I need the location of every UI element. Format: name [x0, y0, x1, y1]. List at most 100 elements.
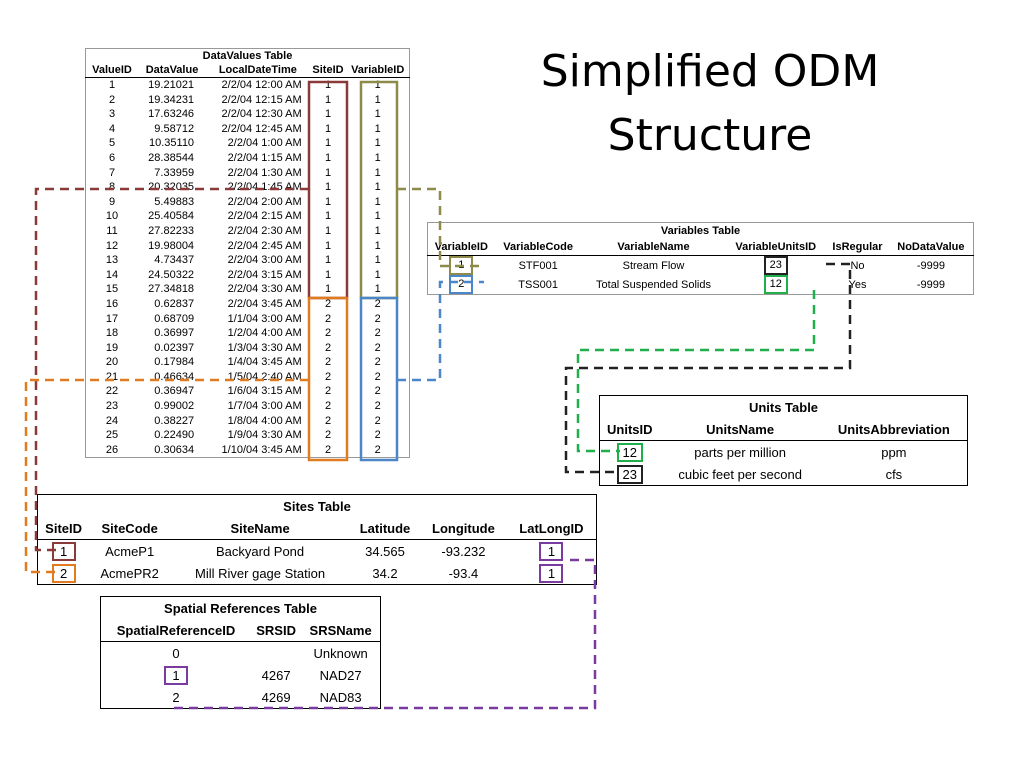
datavalues-cell: 13: [105, 254, 119, 267]
datavalues-cell: 1: [374, 224, 381, 237]
datavalues-cell: 1: [374, 93, 381, 106]
title-line-1: Simplified ODM: [540, 46, 880, 97]
datavalues-cell: 2/2/04 1:15 AM: [227, 151, 302, 164]
sites-cell: 1: [507, 562, 597, 585]
datavalues-cell: 1: [324, 108, 332, 121]
datavalues-cell: 14: [105, 268, 119, 281]
datavalues-cell: 0.17984: [154, 356, 195, 369]
variables-highlighted-value: 12: [763, 275, 788, 294]
spatial-cell: 2: [172, 689, 180, 705]
datavalues-cell: 1/1/04 3:00 AM: [227, 312, 302, 325]
sites-header-0: SiteID: [37, 517, 90, 540]
variables-cell: Yes: [848, 278, 867, 291]
variables-highlighted-value: 2: [449, 275, 474, 294]
datavalues-cell: 1: [324, 151, 332, 164]
units-cell: ppm: [881, 444, 907, 460]
datavalues-cell: 2: [108, 93, 116, 106]
units-cell: cubic feet per second: [678, 466, 802, 482]
datavalues-cell: 0.38227: [154, 414, 195, 427]
datavalues-cell: 0.36997: [154, 327, 195, 340]
units-header-2: UnitsAbbreviation: [820, 418, 968, 441]
datavalues-cell: 2: [324, 443, 332, 456]
sites-cell: 1: [38, 540, 90, 563]
variables-cell: -9999: [916, 278, 945, 291]
datavalues-cell: 2: [324, 312, 332, 325]
spatial-header-0: SpatialReferenceID: [100, 619, 251, 642]
datavalues-cell: 1: [324, 166, 332, 179]
datavalues-cell: 25: [105, 429, 119, 442]
datavalues-cell: 17.63246: [148, 108, 195, 121]
datavalues-cell: 4: [108, 122, 116, 135]
variables-cell: 2: [428, 275, 495, 295]
datavalues-header-1: DataValue: [138, 63, 207, 78]
variables-header-5: NoDataValue: [888, 239, 974, 256]
datavalues-cell: 16: [105, 297, 119, 310]
datavalues-cell: 22: [105, 385, 119, 398]
sites-highlighted-value: 1: [51, 541, 76, 561]
spatial-cell: 1: [101, 664, 252, 686]
spatial-cell: NAD83: [319, 689, 362, 705]
sites-cell: Backyard Pond: [215, 543, 305, 559]
datavalues-cell: 0.02397: [154, 341, 195, 354]
datavalues-cell: 2/2/04 3:00 AM: [227, 254, 302, 267]
sites-cell: -93.4: [448, 565, 479, 581]
datavalues-cell: 2: [374, 414, 381, 427]
datavalues-cell: 6: [108, 151, 116, 164]
datavalues-cell: 3: [108, 108, 116, 121]
datavalues-cell: 8: [108, 181, 116, 194]
datavalues-cell: 1: [374, 122, 381, 135]
datavalues-cell: 0.62837: [154, 297, 195, 310]
variables-header-2: VariableName: [581, 239, 726, 256]
datavalues-cell: 2/2/04 1:45 AM: [227, 181, 302, 194]
spatial-highlighted-value: 1: [164, 665, 188, 685]
datavalues-cell: 2/2/04 1:00 AM: [227, 137, 302, 150]
datavalues-cell: 1: [324, 268, 332, 281]
sites-cell: 1: [507, 540, 597, 563]
spatial-cell: 0: [172, 645, 180, 661]
title-line-2: Structure: [607, 110, 813, 161]
datavalues-cell: 2/2/04 12:00 AM: [221, 79, 302, 91]
datavalues-cell: 2/2/04 2:00 AM: [227, 195, 302, 208]
datavalues-cell: 24.50322: [148, 268, 195, 281]
datavalues-cell: 1/8/04 4:00 AM: [227, 414, 302, 427]
variables-highlighted-value: 1: [449, 256, 474, 275]
datavalues-cell: 7: [108, 166, 116, 179]
sites-header-5: LatLongID: [506, 517, 597, 540]
datavalues-cell: 12: [105, 239, 119, 252]
datavalues-cell: 10.35110: [148, 137, 195, 150]
datavalues-cell: 2/2/04 3:45 AM: [227, 297, 302, 310]
datavalues-cell: 25.40584: [148, 210, 195, 223]
datavalues-cell: 2/2/04 3:15 AM: [227, 268, 302, 281]
sites-header-4: Longitude: [419, 517, 507, 540]
sites-cell: AcmeP1: [105, 543, 155, 559]
datavalues-cell: 2: [324, 327, 332, 340]
datavalues-cell: 2/2/04 12:45 AM: [221, 122, 302, 135]
datavalues-cell: 19.98004: [148, 239, 195, 252]
datavalues-cell: 1: [374, 166, 381, 179]
datavalues-cell: 2: [374, 429, 381, 442]
datavalues-cell: 2/2/04 3:30 AM: [227, 283, 302, 296]
datavalues-header-4: VariableID: [346, 63, 410, 78]
datavalues-header-2: LocalDateTime: [206, 63, 310, 78]
datavalues-header-3: SiteID: [309, 63, 347, 78]
datavalues-caption: DataValues Table: [202, 50, 293, 62]
datavalues-cell: 26: [105, 443, 119, 456]
datavalues-cell: 2: [324, 356, 332, 369]
variables-header-1: VariableCode: [494, 239, 582, 256]
datavalues-cell: 0.46634: [154, 370, 195, 383]
units-highlighted-value: 23: [616, 464, 643, 484]
units-highlighted-value: 12: [616, 442, 643, 462]
variables-caption: Variables Table: [660, 225, 741, 237]
datavalues-cell: 2: [374, 312, 381, 325]
spatial-cell: 4267: [261, 667, 291, 683]
